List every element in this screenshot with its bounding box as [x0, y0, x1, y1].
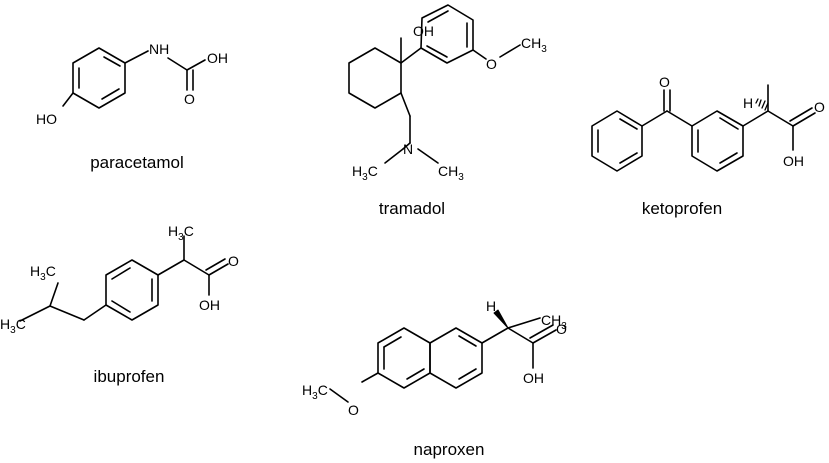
- ibuprofen-acid-o-label: O: [228, 253, 239, 269]
- naproxen-h-label: H: [486, 298, 496, 314]
- paracetamol-name: paracetamol: [90, 153, 184, 172]
- ketoprofen-benzoyl-ring: [691, 110, 744, 172]
- naproxen-ch3-label: CH3: [541, 312, 567, 332]
- ketoprofen-oh-label: OH: [783, 153, 804, 169]
- ibuprofen-side-h3c-label: H3C: [168, 223, 194, 243]
- ketoprofen-acid-o-label: O: [814, 99, 825, 115]
- ibuprofen-oh-label: OH: [199, 297, 220, 313]
- ibuprofen-name: ibuprofen: [94, 367, 165, 386]
- ibuprofen-benzene-ring: [105, 259, 159, 321]
- naproxen-right-ring: [429, 327, 483, 389]
- ketoprofen-ketone-o-label: O: [659, 74, 670, 90]
- ketoprofen-h-label: H: [743, 95, 753, 111]
- tramadol-name: tramadol: [379, 199, 445, 218]
- ketoprofen-structure: O H O OH ketoprofen: [591, 74, 825, 218]
- paracetamol-ho-label: HO: [36, 111, 57, 127]
- tramadol-o-label: O: [486, 56, 497, 72]
- tramadol-structure: OH O CH3 N H3C CH3 tramadol: [348, 4, 547, 218]
- paracetamol-nh-label: NH: [149, 41, 169, 57]
- naproxen-wedge-bond: [493, 309, 509, 329]
- tramadol-n-label: N: [403, 141, 413, 157]
- paracetamol-benzene-ring: [72, 47, 126, 109]
- ibuprofen-bottom-h3c-label: H3C: [0, 316, 26, 336]
- paracetamol-oh-label: OH: [207, 50, 228, 66]
- ibuprofen-structure: H3C H3C H3C O OH ibuprofen: [0, 223, 239, 386]
- naproxen-left-ring: [377, 327, 431, 389]
- tramadol-oh-label: OH: [413, 23, 434, 39]
- tramadol-ch3-label: CH3: [438, 163, 464, 183]
- tramadol-cyclohexane-ring: [348, 47, 402, 109]
- naproxen-oh-label: OH: [523, 370, 544, 386]
- naproxen-structure: H CH3 O OH H3C O naproxen: [302, 298, 567, 459]
- ketoprofen-name: ketoprofen: [642, 199, 722, 218]
- tramadol-benzene-ring: [420, 4, 474, 64]
- naproxen-acid-o-label: O: [556, 321, 567, 337]
- naproxen-name: naproxen: [414, 440, 485, 459]
- ketoprofen-phenyl-ring: [591, 110, 643, 172]
- tramadol-h3c-label: H3C: [352, 163, 378, 183]
- paracetamol-o-label: O: [184, 91, 195, 107]
- ibuprofen-top-h3c-label: H3C: [30, 263, 56, 283]
- paracetamol-structure: NH OH O HO paracetamol: [36, 41, 228, 172]
- tramadol-ch-label: CH3: [521, 35, 547, 55]
- naproxen-h3c-label: H3C: [302, 382, 328, 402]
- naproxen-ether-o-label: O: [348, 402, 359, 418]
